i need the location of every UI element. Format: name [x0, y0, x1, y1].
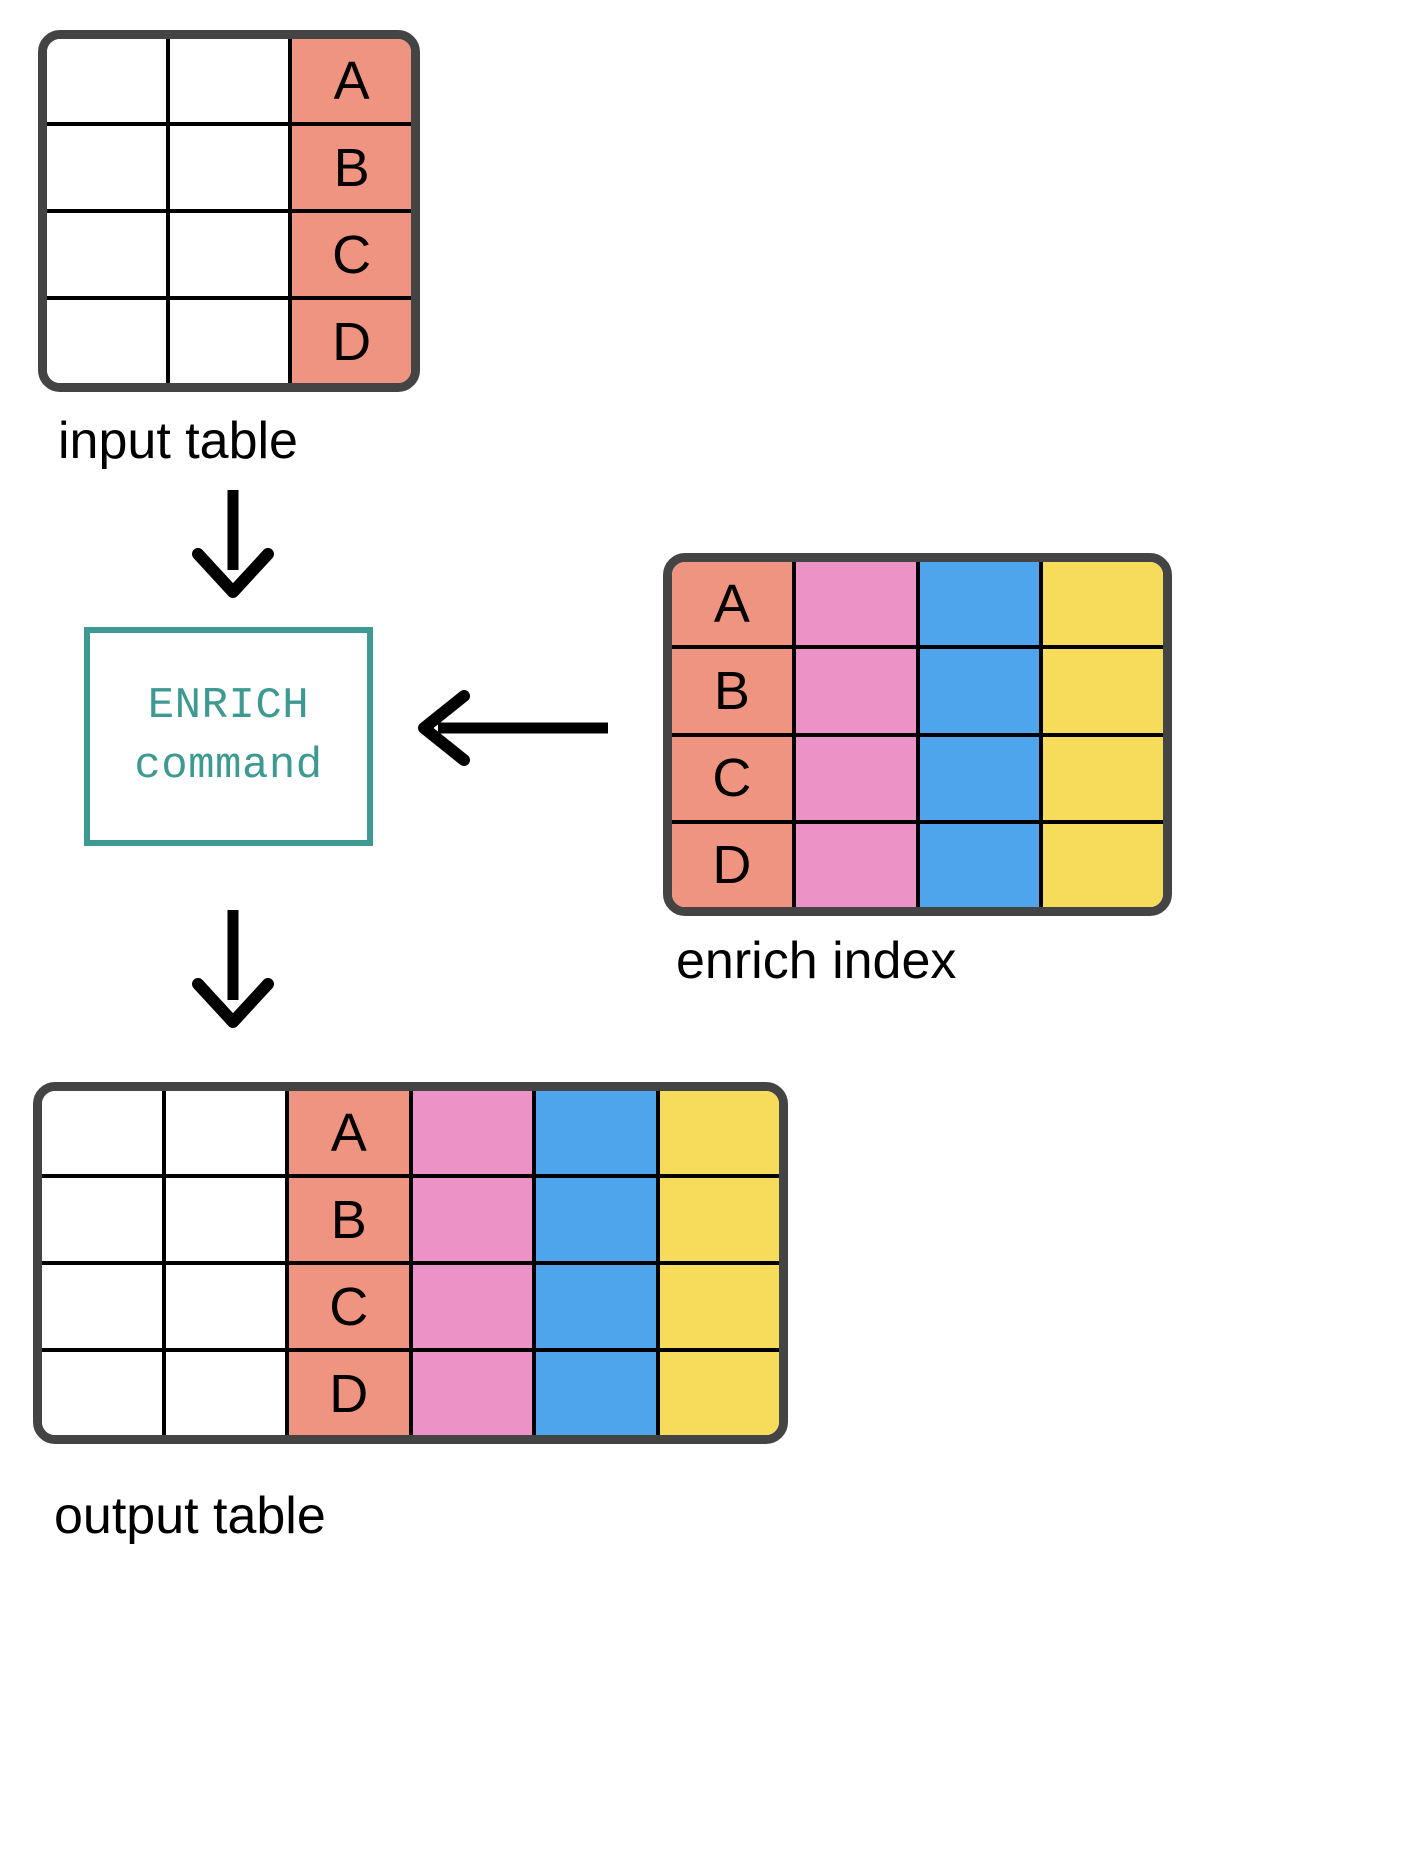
table-cell-key: B — [288, 126, 411, 209]
table-cell — [791, 562, 916, 646]
output-table-label: output table — [54, 1487, 326, 1545]
enrich-command-line-1: ENRICH — [147, 681, 310, 732]
table-cell — [47, 39, 166, 122]
table-cell — [408, 1091, 532, 1174]
table-cell-key: A — [285, 1091, 409, 1174]
table-cell — [791, 823, 916, 907]
table-row: B — [47, 122, 411, 209]
table-row: B — [672, 645, 1163, 733]
arrow-input-to-command-icon — [192, 490, 274, 598]
table-cell — [532, 1091, 656, 1174]
table-row: A — [42, 1091, 779, 1174]
table-row: A — [672, 562, 1163, 646]
table-row: D — [42, 1348, 779, 1435]
table-cell — [1039, 736, 1163, 820]
table-row: C — [47, 209, 411, 296]
table-cell — [1039, 649, 1163, 733]
table-row: B — [42, 1174, 779, 1261]
table-cell — [655, 1178, 779, 1261]
output-table: A B C D — [33, 1082, 788, 1444]
enrich-command-line-2: command — [134, 740, 323, 791]
table-cell-key: D — [672, 823, 792, 907]
table-cell — [532, 1265, 656, 1348]
arrow-command-to-output-icon — [192, 910, 274, 1028]
table-cell — [915, 736, 1040, 820]
table-cell — [161, 1265, 285, 1348]
table-cell — [165, 213, 289, 296]
table-cell — [165, 126, 289, 209]
table-cell — [47, 300, 166, 383]
table-cell — [1039, 823, 1163, 907]
table-row: C — [672, 732, 1163, 820]
enrich-index-label: enrich index — [676, 932, 957, 990]
table-cell — [915, 823, 1040, 907]
table-cell — [408, 1352, 532, 1435]
table-cell — [42, 1091, 162, 1174]
table-cell-key: A — [288, 39, 411, 122]
table-cell — [42, 1178, 162, 1261]
table-cell — [47, 213, 166, 296]
table-cell — [532, 1178, 656, 1261]
table-cell-key: C — [288, 213, 411, 296]
table-cell — [915, 562, 1040, 646]
table-cell — [161, 1178, 285, 1261]
table-cell — [408, 1265, 532, 1348]
table-cell — [42, 1352, 162, 1435]
table-cell-key: C — [672, 736, 792, 820]
input-table: A B C D — [38, 30, 420, 392]
table-row: A — [47, 39, 411, 122]
table-row: C — [42, 1261, 779, 1348]
table-cell — [532, 1352, 656, 1435]
table-cell — [165, 39, 289, 122]
table-cell — [161, 1352, 285, 1435]
table-cell — [655, 1091, 779, 1174]
table-cell-key: B — [672, 649, 792, 733]
table-cell — [1039, 562, 1163, 646]
table-cell — [408, 1178, 532, 1261]
table-row: D — [47, 296, 411, 383]
table-cell-key: A — [672, 562, 792, 646]
table-cell — [42, 1265, 162, 1348]
table-cell — [791, 736, 916, 820]
table-cell — [655, 1352, 779, 1435]
table-cell — [161, 1091, 285, 1174]
table-cell — [791, 649, 916, 733]
table-row: D — [672, 819, 1163, 907]
table-cell — [165, 300, 289, 383]
table-cell — [915, 649, 1040, 733]
enrich-index-table: A B C D — [663, 553, 1172, 916]
table-cell-key: D — [285, 1352, 409, 1435]
input-table-label: input table — [58, 412, 298, 470]
arrow-index-to-command-icon — [418, 690, 608, 766]
enrich-command-box[interactable]: ENRICH command — [84, 627, 373, 846]
table-cell — [655, 1265, 779, 1348]
table-cell-key: C — [285, 1265, 409, 1348]
table-cell-key: D — [288, 300, 411, 383]
table-cell-key: B — [285, 1178, 409, 1261]
table-cell — [47, 126, 166, 209]
